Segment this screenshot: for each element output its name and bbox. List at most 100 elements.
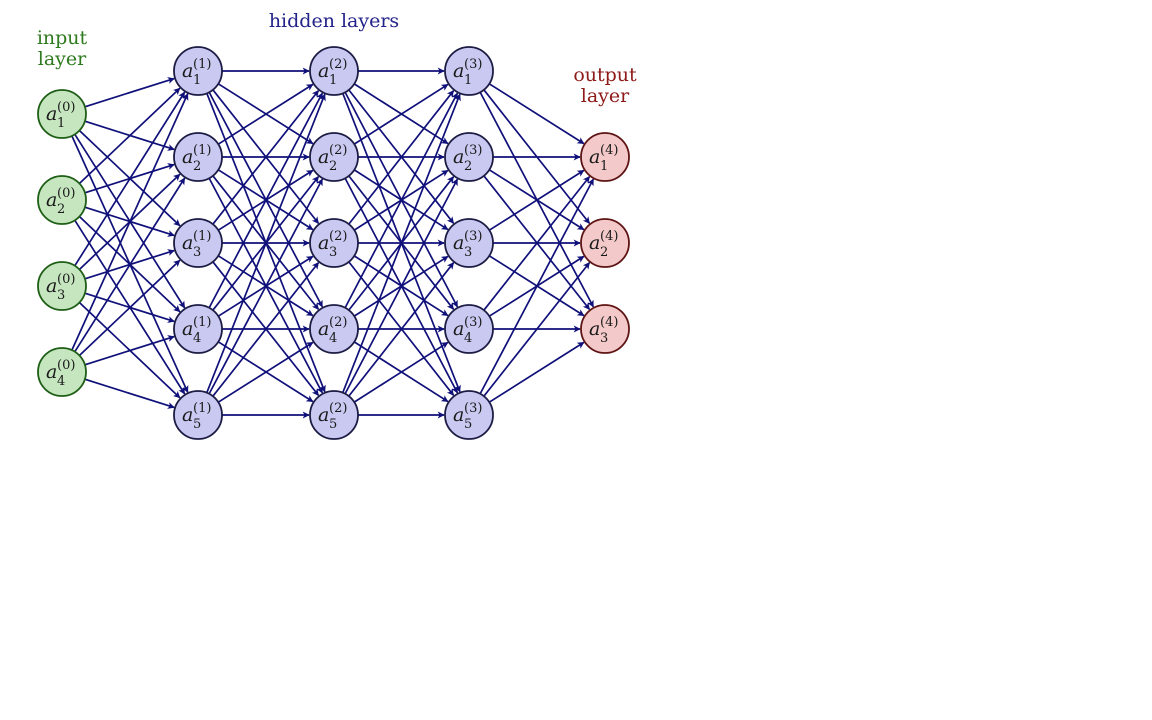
neuron-circle [309, 390, 359, 440]
neuron-label-base: a [453, 404, 464, 426]
neuron-label-base: a [46, 275, 57, 297]
neuron-label-layer-index: (3) [464, 229, 482, 244]
neuron-label-node-index: 5 [464, 417, 472, 432]
hidden-neuron-l2-n3: a(2)3 [309, 218, 359, 268]
neuron-circle [173, 304, 223, 354]
neuron-label-layer-index: (3) [464, 143, 482, 158]
hidden-neuron-l3-n1: a(3)1 [444, 46, 494, 96]
neuron-label-base: a [318, 60, 329, 82]
edge-l1-n5-to-l2-n4 [217, 341, 314, 403]
hidden-neuron-l1-n4: a(1)4 [173, 304, 223, 354]
neuron-circle [37, 89, 87, 139]
neuron-label-base: a [46, 189, 57, 211]
neuron-label-node-index: 4 [329, 331, 337, 346]
neuron-circle [309, 132, 359, 182]
output-layer-title: output layer [573, 64, 637, 107]
neuron-circle [37, 347, 87, 397]
neuron-label-layer-index: (3) [464, 57, 482, 72]
edge-l1-n2-to-l2-n1 [217, 83, 314, 145]
neuron-circle [580, 304, 630, 354]
neuron-label-node-index: 3 [57, 288, 65, 303]
neuron-label-node-index: 1 [329, 73, 337, 88]
neuron-label-node-index: 2 [329, 159, 337, 174]
edge-l3-n5-to-l4-n3 [488, 341, 585, 403]
output-neuron-l4-n2: a(4)2 [580, 218, 630, 268]
neuron-label-layer-index: (1) [193, 57, 211, 72]
neuron-circle [309, 304, 359, 354]
neuron-label-node-index: 5 [329, 417, 337, 432]
input-layer-title-line-1: input [37, 27, 88, 49]
neuron-label-layer-index: (2) [329, 401, 347, 416]
neuron-circle [444, 390, 494, 440]
neuron-label-node-index: 4 [464, 331, 472, 346]
neuron-circle [444, 218, 494, 268]
neuron-label-base: a [453, 232, 464, 254]
neuron-circle [173, 390, 223, 440]
neuron-label-node-index: 3 [464, 245, 472, 260]
edge-l2-n3-to-l3-n1 [348, 90, 455, 225]
neuron-label-node-index: 2 [57, 202, 65, 217]
neuron-label-layer-index: (0) [57, 358, 75, 373]
neuron-label-node-index: 1 [193, 73, 201, 88]
edge-l2-n5-to-l3-n2 [344, 178, 459, 395]
hidden-layers-title: hidden layers [269, 10, 399, 32]
neuron-label-layer-index: (1) [193, 229, 211, 244]
neuron-label-node-index: 1 [57, 116, 65, 131]
neuron-label-base: a [182, 404, 193, 426]
neuron-label-layer-index: (2) [329, 143, 347, 158]
edge-l1-n5-to-l2-n1 [206, 93, 326, 393]
neuron-label-base: a [589, 232, 600, 254]
neuron-label-node-index: 4 [57, 374, 65, 389]
edge-l2-n2-to-l3-n1 [353, 83, 449, 145]
edge-l1-n4-to-l2-n1 [208, 92, 324, 309]
edge-l0-n4-to-l1-n3 [78, 259, 181, 357]
neuron-label-layer-index: (4) [600, 143, 618, 158]
input-neuron-l0-n4: a(0)4 [37, 347, 87, 397]
neuron-circle [444, 304, 494, 354]
neuron-label-base: a [46, 361, 57, 383]
input-layer-title: input layer [37, 27, 88, 70]
neuron-label-node-index: 3 [600, 331, 608, 346]
neuron-label-base: a [453, 146, 464, 168]
neuron-label-layer-index: (3) [464, 401, 482, 416]
neuron-label-node-index: 3 [329, 245, 337, 260]
edge-l0-n4-to-l1-n4 [84, 335, 175, 366]
neuron-label-layer-index: (2) [329, 229, 347, 244]
edge-l1-n3-to-l2-n1 [212, 90, 320, 225]
neuron-circle [309, 46, 359, 96]
edge-l2-n4-to-l3-n1 [344, 92, 459, 309]
edge-l0-n2-to-l1-n1 [78, 87, 181, 185]
neuron-label-base: a [318, 318, 329, 340]
output-neuron-l4-n1: a(4)1 [580, 132, 630, 182]
edge-l3-n5-to-l4-n2 [483, 262, 591, 397]
edge-l2-n5-to-l3-n3 [348, 262, 455, 397]
output-layer-title-line-2: layer [581, 85, 630, 107]
neuron-circle [580, 218, 630, 268]
input-layer-title-line-2: layer [38, 48, 87, 70]
edge-l2-n5-to-l3-n1 [341, 93, 461, 393]
input-neuron-l0-n1: a(0)1 [37, 89, 87, 139]
edge-l1-n5-to-l2-n2 [208, 178, 324, 395]
neuron-circle [173, 218, 223, 268]
neuron-label-base: a [453, 60, 464, 82]
output-neuron-l4-n3: a(4)3 [580, 304, 630, 354]
hidden-layers-title-line-1: hidden layers [269, 10, 399, 32]
edge-l0-n1-to-l1-n1 [84, 77, 175, 108]
edge-l0-n3-to-l1-n1 [74, 91, 186, 267]
neuron-label-layer-index: (0) [57, 272, 75, 287]
neuron-circle [580, 132, 630, 182]
neuron-label-base: a [182, 318, 193, 340]
neuron-circle [173, 132, 223, 182]
neuron-label-layer-index: (2) [329, 315, 347, 330]
neuron-label-layer-index: (1) [193, 315, 211, 330]
neuron-label-layer-index: (0) [57, 186, 75, 201]
edge-l3-n4-to-l4-n1 [483, 176, 591, 311]
neuron-label-base: a [453, 318, 464, 340]
edge-l2-n5-to-l3-n4 [353, 341, 449, 403]
hidden-neuron-l1-n3: a(1)3 [173, 218, 223, 268]
hidden-neuron-l3-n2: a(3)2 [444, 132, 494, 182]
neuron-label-layer-index: (1) [193, 143, 211, 158]
neuron-label-base: a [46, 103, 57, 125]
input-neuron-l0-n3: a(0)3 [37, 261, 87, 311]
neuron-label-base: a [318, 232, 329, 254]
